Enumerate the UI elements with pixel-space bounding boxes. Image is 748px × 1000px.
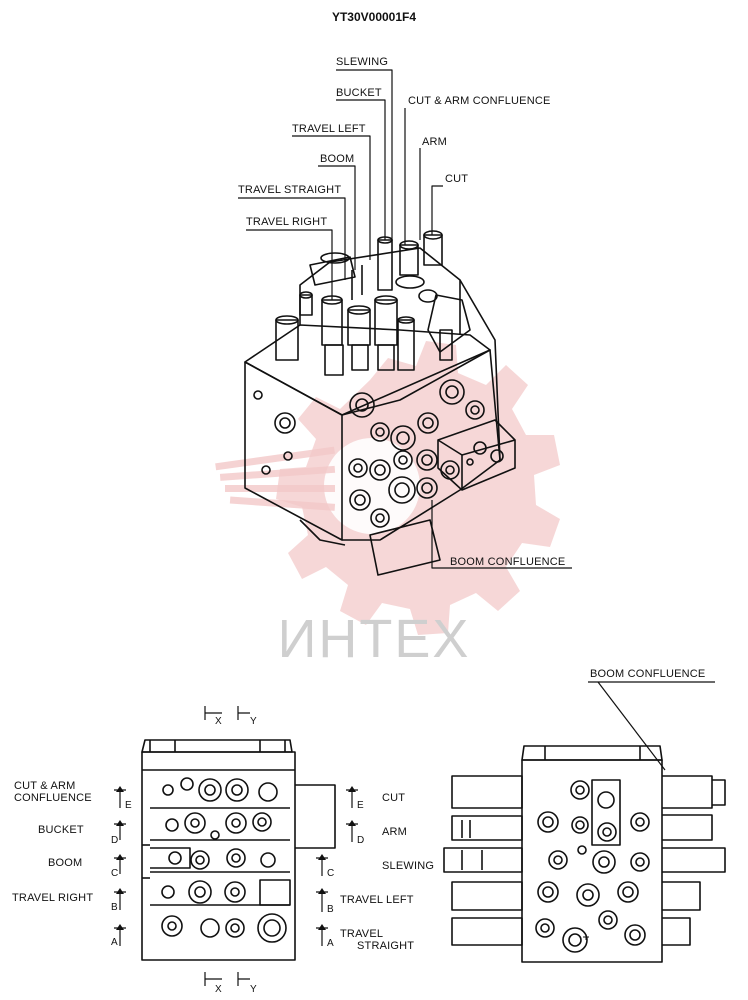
port-holes <box>253 379 504 528</box>
label-boom-confluence: BOOM CONFLUENCE <box>450 556 566 568</box>
label-arm: ARM <box>422 136 448 148</box>
section-b-right: B <box>327 904 334 915</box>
label-cut-arm-confluence: CUT & ARM CONFLUENCE <box>408 95 551 107</box>
label-boom-left: BOOM <box>48 857 83 869</box>
label-arm-right: ARM <box>382 826 408 838</box>
label-travel-left-right: TRAVEL LEFT <box>340 894 414 906</box>
section-c-left: C <box>111 868 119 879</box>
label-slewing: SLEWING <box>336 56 389 68</box>
section-c-right: C <box>327 868 335 879</box>
section-x-bottom: X <box>215 984 222 995</box>
label-travel-straight-line2: STRAIGHT <box>357 940 415 952</box>
label-boom-confluence-rear: BOOM CONFLUENCE <box>590 668 706 680</box>
label-travel-right-left: TRAVEL RIGHT <box>12 892 94 904</box>
label-travel-straight: TRAVEL STRAIGHT <box>238 184 342 196</box>
leader-lines-top <box>238 69 572 569</box>
section-b-left: B <box>111 902 118 913</box>
section-a-right: A <box>327 938 334 949</box>
section-d-right: D <box>357 835 365 846</box>
section-x-top: X <box>215 716 222 727</box>
section-d-left: D <box>111 835 119 846</box>
drawing-number: YT30V00001F4 <box>331 10 417 24</box>
watermark-text: ИНТЕХ <box>277 609 471 669</box>
label-cut: CUT <box>445 173 469 185</box>
label-cut-arm-line2: CONFLUENCE <box>14 792 92 804</box>
valve-block-front <box>141 739 336 961</box>
label-bucket: BUCKET <box>336 87 382 99</box>
section-e-left: E <box>125 800 132 811</box>
section-y-bottom: Y <box>250 984 257 995</box>
valve-block-rear <box>443 745 726 963</box>
label-travel-straight-line1: TRAVEL <box>340 928 384 940</box>
section-e-right: E <box>357 800 364 811</box>
label-slewing-right: SLEWING <box>382 860 435 872</box>
label-boom: BOOM <box>320 153 355 165</box>
section-y-top: Y <box>250 716 257 727</box>
label-travel-left: TRAVEL LEFT <box>292 123 366 135</box>
label-travel-right: TRAVEL RIGHT <box>246 216 328 228</box>
label-cut-arm-line1: CUT & ARM <box>14 780 76 792</box>
label-cut-right: CUT <box>382 792 406 804</box>
section-a-left: A <box>111 937 118 948</box>
label-bucket-left: BUCKET <box>38 824 84 836</box>
spool-caps <box>275 230 453 376</box>
